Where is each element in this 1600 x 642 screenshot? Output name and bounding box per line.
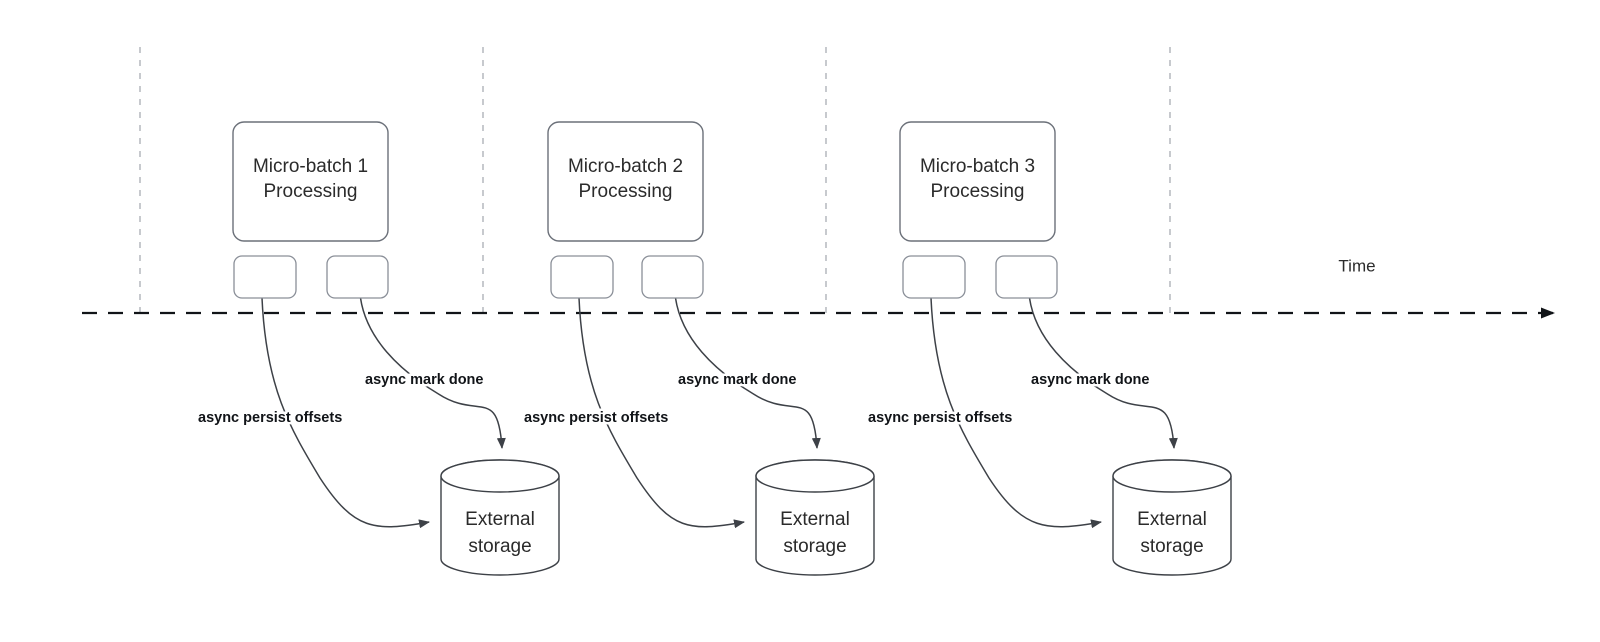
external-storage-cylinder-top-3: [1112, 459, 1232, 493]
edge-label-group: async persist offsets async mark done asyn…: [196, 369, 1152, 428]
persist-offsets-task-1[interactable]: [233, 255, 297, 299]
mark-done-task-3[interactable]: [995, 255, 1058, 299]
edge-async-persist-offsets-1: [261, 297, 430, 529]
micro-batch-subtitle-2: Processing: [579, 181, 673, 202]
timeline-tick-group: [139, 47, 1171, 313]
edge-label-async-persist-offsets-1: async persist offsets: [198, 410, 342, 426]
edge-async-mark-done-3: [1028, 297, 1178, 449]
mark-done-task-2[interactable]: [641, 255, 704, 299]
edge-async-mark-done-1: [359, 297, 506, 449]
external-storage-cylinder-top-2: [755, 459, 875, 493]
external-storage-label1-1: External: [465, 509, 535, 530]
edge-async-persist-offsets-3: [930, 297, 1102, 529]
time-axis-label: Time: [1338, 256, 1375, 275]
edge-label-async-mark-done-1: async mark done: [365, 372, 483, 388]
edge-label-async-persist-offsets-3: async persist offsets: [868, 410, 1012, 426]
micro-batch-box-1[interactable]: [232, 121, 389, 242]
external-storage-label2-3: storage: [1140, 536, 1203, 557]
micro-batch-title-2: Micro-batch 2: [568, 156, 683, 177]
edge-async-mark-done-2: [674, 297, 821, 449]
external-storage-cylinder-top-1: [440, 459, 560, 493]
micro-batch-box-2[interactable]: [547, 121, 704, 242]
edge-group: [261, 297, 1178, 529]
edge-label-async-persist-offsets-2: async persist offsets: [524, 410, 668, 426]
axis-label-group: Time: [1338, 256, 1375, 275]
micro-batch-box-3[interactable]: [899, 121, 1056, 242]
micro-batch-title-3: Micro-batch 3: [920, 156, 1035, 177]
mark-done-task-1[interactable]: [326, 255, 389, 299]
external-storage-label1-3: External: [1137, 509, 1207, 530]
external-storage-label1-2: External: [780, 509, 850, 530]
edge-label-async-mark-done-2: async mark done: [678, 372, 796, 388]
persist-offsets-task-2[interactable]: [550, 255, 614, 299]
persist-offsets-task-3[interactable]: [902, 255, 966, 299]
edge-async-persist-offsets-2: [578, 297, 745, 529]
external-storage-label2-2: storage: [783, 536, 846, 557]
micro-batch-title-1: Micro-batch 1: [253, 156, 368, 177]
external-storage-label2-1: storage: [468, 536, 531, 557]
micro-batch-subtitle-1: Processing: [264, 181, 358, 202]
edge-label-async-mark-done-3: async mark done: [1031, 372, 1149, 388]
micro-batch-subtitle-3: Processing: [931, 181, 1025, 202]
